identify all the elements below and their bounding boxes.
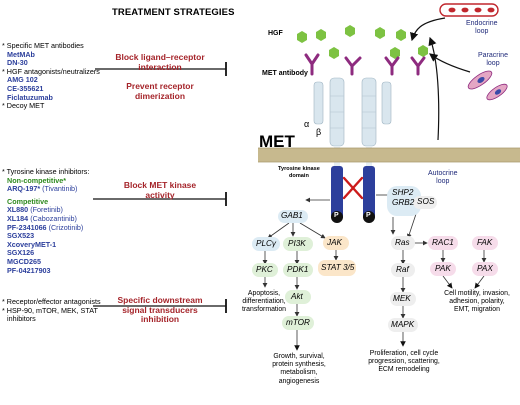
hgf-label: HGF [268, 30, 283, 37]
phospho-site-left [331, 211, 343, 223]
outcome-apoptosis: Apoptosis, differentiation, transformati… [241, 290, 287, 314]
node-fak: FAK [477, 238, 493, 247]
group2-head: * Tyrosine kinase inhibitors: [2, 167, 90, 176]
node-sos: SOS [417, 197, 435, 206]
met-label: MET [259, 132, 295, 151]
drug-ce355621: CE-355621 [7, 83, 44, 93]
node-pkc: PKC [256, 265, 273, 274]
drug-pf2341066: PF-2341066 (Crizotinib) [7, 222, 84, 232]
node-mek: MEK [393, 294, 411, 303]
node-pax: PAX [477, 264, 493, 273]
tk-domain-label: Tyrosine kinase domain [278, 166, 320, 179]
group3-line3: inhibitors [7, 314, 36, 324]
drug-xl184: XL184 (Cabozantinib) [7, 213, 77, 223]
drug-sgx126: SGX126 [7, 248, 35, 258]
node-akt: Akt [291, 292, 303, 301]
paracrine-loop-label: Paracrine loop [478, 52, 508, 67]
strategy-block-ligand: Block ligand–receptor interaction [115, 52, 205, 72]
node-gab1: GAB1 [281, 211, 303, 220]
node-pak: PAK [435, 264, 451, 273]
group1-head2: * HGF antagonists/neutralizers [2, 66, 100, 76]
drug-arq197: ARQ-197* (Tivantinib) [7, 184, 78, 194]
paracrine-cell-icon [467, 70, 508, 101]
loop-arrows [410, 17, 471, 141]
group1-list: * Specific MET antibodies MetMAb DN-30 *… [2, 41, 100, 111]
group1-head3: * Decoy MET [2, 101, 45, 111]
drug-xl880: XL880 (Foretinib) [7, 205, 63, 215]
alpha-label: α [304, 119, 310, 129]
drug-xcoverymet1: XcoveryMET-1 [7, 239, 57, 249]
drug-dn30: DN-30 [7, 58, 28, 68]
node-ras: Ras [395, 238, 410, 247]
group1-head: * Specific MET antibodies [2, 41, 84, 50]
phospho-label-right: P [366, 212, 371, 219]
endocrine-vessel-icon [439, 3, 499, 17]
drug-amg102: AMG 102 [7, 75, 38, 85]
kinase-block-x [342, 176, 364, 200]
inhibition-line-2 [93, 192, 227, 206]
panel-title: TREATMENT STRATEGIES [112, 7, 235, 18]
strategy-downstream-inhibition: Specific downstream signal transducers i… [117, 295, 203, 325]
drug-pf04217903: PF-04217903 [7, 265, 51, 275]
met-antibodies [304, 53, 426, 76]
autocrine-loop-label: Autocrine loop [428, 170, 458, 185]
endocrine-loop-label: Endocrine loop [466, 20, 498, 35]
outcome-proliferation: Proliferation, cell cycle progression, s… [368, 350, 440, 374]
strategy-block-kinase: Block MET kinase activity [123, 180, 197, 200]
cell-membrane [258, 148, 520, 162]
node-rac1: RAC1 [432, 238, 454, 247]
node-plc: PLCγ [256, 239, 277, 248]
group3-list: * Receptor/effector antagonists * HSP-90… [2, 297, 101, 324]
drug-sgx523: SGX523 [7, 231, 35, 241]
node-mtor: mTOR [286, 318, 310, 327]
strategy-prevent-dimerization: Prevent receptor dimerization [126, 81, 194, 101]
pathway-nodes [252, 186, 498, 332]
hgf-molecules [297, 25, 428, 59]
node-pdk1: PDK1 [287, 265, 309, 274]
noncompetitive-label: Non-competitive* [7, 175, 67, 185]
group3-line1: * Receptor/effector antagonists [2, 297, 101, 306]
node-raf: Raf [396, 265, 409, 274]
phospho-site-right [363, 211, 375, 223]
group3-line2: * HSP-90, mTOR, MEK, STAT [2, 305, 98, 315]
inhibition-line-3 [93, 299, 227, 313]
met-antibody-label: MET antibody [262, 70, 308, 77]
node-stat: STAT 3/5 [321, 263, 355, 272]
node-mapk: MAPK [391, 320, 415, 329]
node-pi3k: PI3K [288, 239, 306, 248]
node-shp2-grb2: SHP2 GRB2 [392, 188, 415, 207]
outcome-motility: Cell motility, invasion, adhesion, polar… [444, 290, 510, 314]
competitive-label: Competitive [7, 196, 49, 206]
drug-ficlatuzumab: Ficlatuzumab [7, 92, 53, 102]
outcome-growth: Growth, survival, protein synthesis, met… [272, 353, 326, 385]
inhibition-line-1 [95, 62, 227, 76]
phospho-label-left: P [334, 212, 339, 219]
drug-mgcd265: MGCD265 [7, 256, 41, 266]
node-jak: JAK [327, 238, 343, 247]
beta-label: β [316, 127, 322, 137]
group2-list: * Tyrosine kinase inhibitors: Non-compet… [2, 167, 90, 275]
drug-metmab: MetMAb [7, 49, 35, 59]
